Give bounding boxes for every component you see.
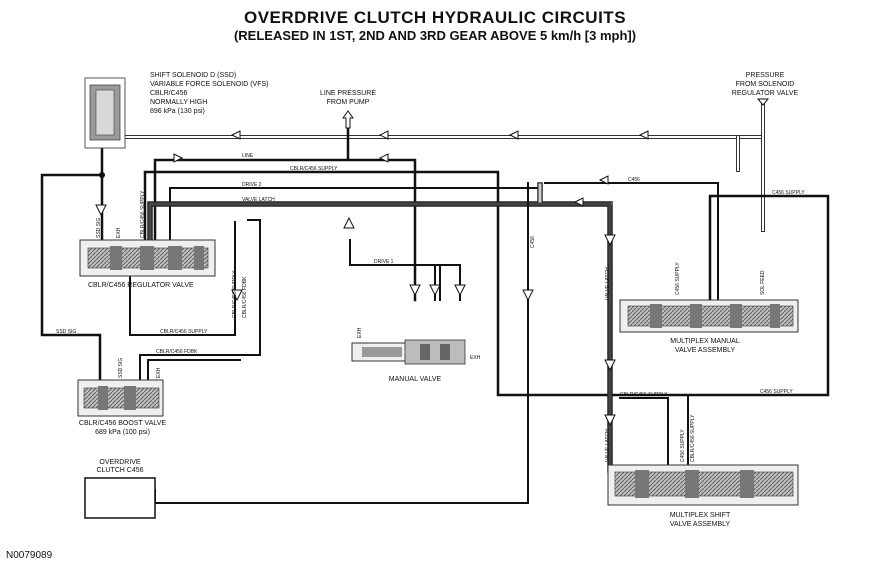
line-pressure-label-2: FROM PUMP bbox=[326, 99, 370, 106]
arrow-icon bbox=[342, 110, 354, 129]
multiplex-manual-label-2: VALVE ASSEMBLY bbox=[674, 347, 736, 354]
boost-valve-pressure: 689 kPa (100 psi) bbox=[95, 429, 150, 436]
regulator-valve bbox=[79, 239, 216, 277]
figure-id: N0079089 bbox=[6, 550, 53, 561]
solenoid-label-3: CBLR/C456 bbox=[150, 90, 188, 97]
boost-valve bbox=[77, 379, 164, 417]
multiplex-shift-label-1: MULTIPLEX SHIFT bbox=[669, 512, 731, 519]
ms-c456-supply-label: C456 SUPPLY bbox=[680, 429, 686, 462]
c456-circuit bbox=[544, 182, 719, 301]
line-circuit-label: LINE bbox=[242, 153, 254, 159]
od-clutch-label-2: CLUTCH C456 bbox=[96, 467, 144, 474]
solenoid-regulator-label-2: FROM SOLENOID bbox=[735, 81, 795, 88]
c456-circuit-label: C456 bbox=[628, 177, 640, 183]
reg-fdbk-vertical-label: CBLR/C456 FDBK bbox=[242, 276, 248, 318]
regulator-valve-label: CBLR/C456 REGULATOR VALVE bbox=[88, 282, 194, 289]
multiplex-manual-valve bbox=[619, 299, 799, 333]
ssd-sig-circuit bbox=[40, 135, 104, 382]
line-pressure-label-1: LINE PRESSURE bbox=[319, 90, 377, 97]
solenoid-regulator-label-1: PRESSURE bbox=[745, 72, 785, 79]
overdrive-clutch-box bbox=[84, 477, 156, 519]
valve-latch-circuit-label: VALVE LATCH bbox=[242, 197, 275, 203]
shift-solenoid bbox=[84, 77, 126, 178]
c456-supply-label-top: C456 SUPPLY bbox=[772, 190, 805, 196]
supply-label-lower: CBLR/C456 SUPPLY bbox=[160, 329, 208, 335]
boost-exh-vertical-label: EXH bbox=[156, 367, 162, 378]
valve-latch-vertical-label: VALVE LATCH bbox=[605, 267, 611, 300]
line-pressure-circuit bbox=[153, 116, 417, 302]
fdbk-label: CBLR/C456 FDBK bbox=[156, 349, 198, 355]
solenoid-label-2: VARIABLE FORCE SOLENOID (VFS) bbox=[150, 81, 269, 88]
drive2-circuit bbox=[169, 184, 541, 241]
reg-supply-vertical-label-2: CBLR/C456 SUPPLY bbox=[232, 270, 238, 318]
solenoid-label-1: SHIFT SOLENOID D (SSD) bbox=[150, 72, 237, 79]
supply-circuit-label: CBLR/C456 SUPPLY bbox=[290, 166, 338, 172]
solenoid-label-4: NORMALLY HIGH bbox=[150, 99, 208, 106]
boost-ssd-sig-vertical-label: SSD SIG bbox=[118, 357, 124, 378]
drive1-circuit-label: DRIVE 1 bbox=[374, 259, 394, 265]
solenoid-label-5: 896 kPa (130 psi) bbox=[150, 108, 205, 115]
solenoid-regulator-label-3: REGULATOR VALVE bbox=[731, 90, 799, 97]
manual-valve-label: MANUAL VALVE bbox=[388, 376, 442, 383]
c456-vertical-label: C456 bbox=[530, 236, 536, 248]
manual-exh-vertical-label: EXH bbox=[357, 327, 363, 338]
drive2-circuit-label: DRIVE 2 bbox=[242, 182, 262, 188]
multiplex-shift-label-2: VALVE ASSEMBLY bbox=[669, 521, 731, 528]
manual-valve bbox=[351, 339, 466, 365]
reg-supply-vertical-label: CBLR/C456 SUPPLY bbox=[140, 190, 146, 238]
diagram-title: OVERDRIVE CLUTCH HYDRAULIC CIRCUITS bbox=[243, 8, 627, 27]
ms-supply-label: CBLR/C456 SUPPLY bbox=[690, 414, 696, 462]
exh-label: EXH bbox=[470, 355, 481, 361]
multiplex-manual-label-1: MULTIPLEX MANUAL bbox=[670, 338, 740, 345]
sol-feed-label: SOL FEED bbox=[760, 270, 766, 295]
valve-latch-circuit bbox=[147, 182, 613, 473]
od-clutch-label-1: OVERDRIVE bbox=[99, 459, 141, 466]
valve-latch-vertical-label-2: VALVE LATCH bbox=[605, 429, 611, 462]
supply-label-right: CBLR/C456 SUPPLY bbox=[620, 392, 668, 398]
mm-c456-supply-label: C456 SUPPLY bbox=[675, 262, 681, 295]
multiplex-shift-valve bbox=[607, 464, 799, 506]
c456-supply-label-bottom: C456 SUPPLY bbox=[760, 389, 793, 395]
ssd-sig-vertical-label: SSD SIG bbox=[96, 217, 102, 238]
drive1-circuit bbox=[349, 239, 461, 301]
diagram-subtitle: (RELEASED IN 1ST, 2ND AND 3RD GEAR ABOVE… bbox=[233, 28, 637, 43]
supply-circuit bbox=[143, 170, 830, 397]
ssd-sig-label: SSD SIG bbox=[56, 329, 77, 335]
reg-exh-vertical-label: EXH bbox=[116, 227, 122, 238]
boost-valve-label: CBLR/C456 BOOST VALVE bbox=[78, 420, 167, 427]
